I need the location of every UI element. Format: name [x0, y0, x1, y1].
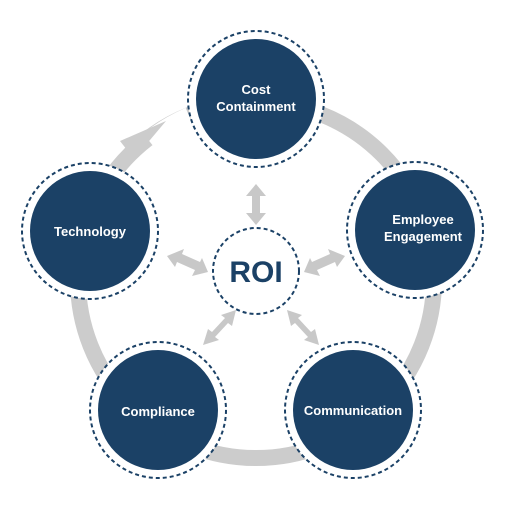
center-label: ROI	[229, 256, 282, 289]
spoke-arrow-down-left-icon	[203, 310, 236, 345]
node-technology: Technology	[21, 162, 159, 300]
spoke-arrow-down-right-icon	[287, 310, 319, 345]
node-label-line: Cost	[242, 82, 272, 97]
spoke-arrows	[167, 184, 345, 345]
node-circle	[196, 39, 316, 159]
node-circle	[355, 170, 475, 290]
node-label-line: Employee	[392, 212, 453, 227]
node-compliance: Compliance	[89, 341, 227, 479]
spoke-arrow-left-icon	[167, 249, 208, 276]
center-node: ROI	[212, 227, 300, 315]
node-employee-engagement: Employee Engagement	[346, 161, 484, 299]
spoke-arrow-up-icon	[246, 184, 266, 225]
node-label-line: Compliance	[121, 404, 195, 419]
node-label-line: Communication	[304, 403, 402, 418]
node-label-line: Containment	[216, 99, 296, 114]
node-circle	[30, 171, 150, 291]
node-label-line: Engagement	[384, 229, 463, 244]
node-circle	[98, 350, 218, 470]
cycle-arrowhead-icon	[120, 121, 166, 159]
center-circle	[212, 227, 300, 315]
node-cost-containment: Cost Containment	[187, 30, 325, 168]
spoke-arrow-right-icon	[304, 249, 345, 276]
node-circle	[293, 350, 413, 470]
node-communication: Communication	[284, 341, 422, 479]
node-label-line: Technology	[54, 224, 127, 239]
cycle-ring-gap	[143, 107, 195, 151]
